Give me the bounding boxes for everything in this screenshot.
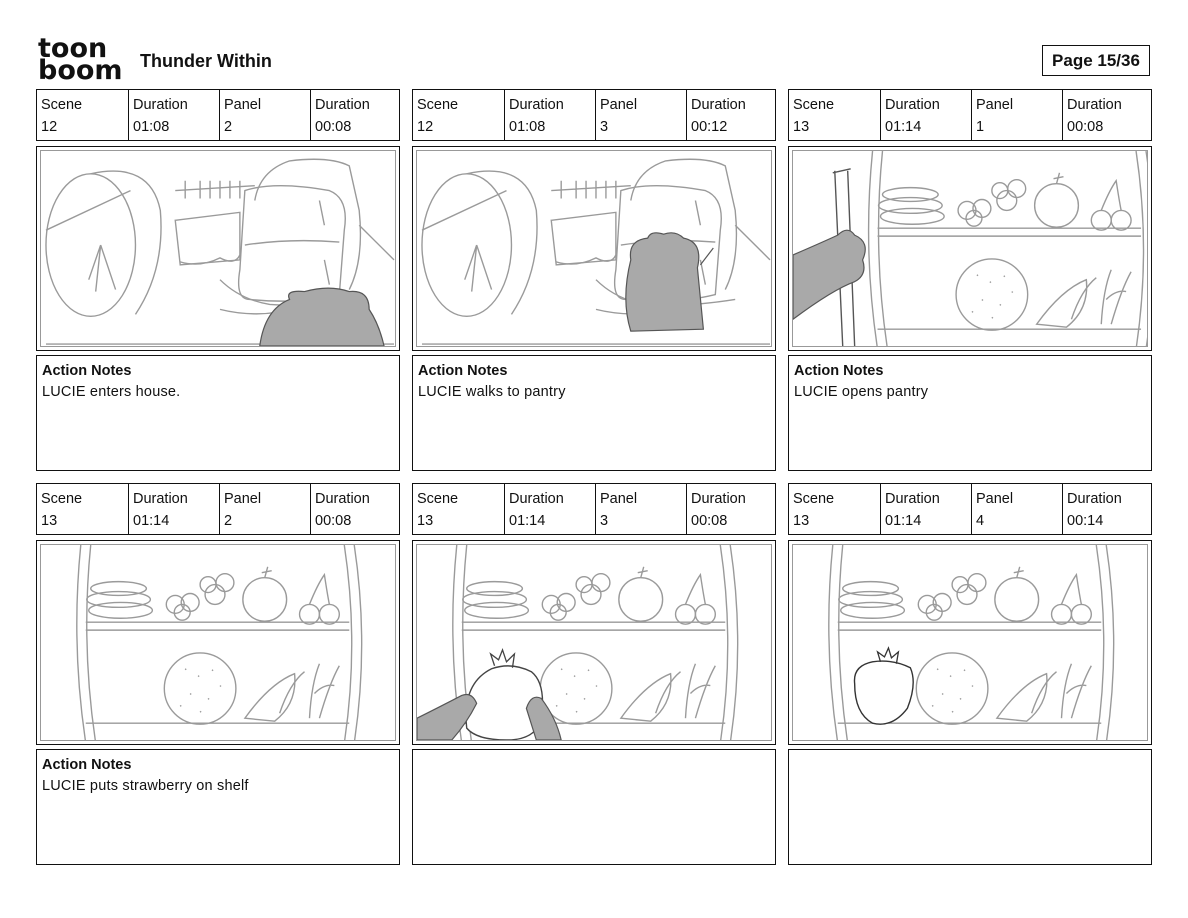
scene-label: Scene [41,491,83,507]
action-notes-text: LUCIE walks to pantry [418,384,566,400]
scene-duration-value: 01:14 [885,119,922,135]
page-indicator: Page 15/36 [1042,45,1150,76]
panel-duration-label: Duration [691,97,746,113]
action-notes-text: LUCIE puts strawberry on shelf [42,778,249,794]
scene-duration-value: 01:08 [509,119,546,135]
panel-duration-value: 00:08 [1067,119,1104,135]
panel-duration-value: 00:12 [691,119,728,135]
action-notes-label: Action Notes [42,363,132,379]
action-notes-box[interactable]: Action Notes LUCIE walks to pantry [412,355,776,471]
panel-label: Panel [224,97,262,113]
action-notes-text: LUCIE enters house. [42,384,181,400]
sketch-room-lucie-walking [421,158,771,345]
project-title: Thunder Within [140,51,272,71]
panel-value: 1 [976,119,985,135]
scene-label: Scene [793,491,835,507]
panel-duration-label: Duration [691,491,746,507]
panel-image-frame[interactable] [412,146,776,351]
scene-duration-value: 01:14 [133,513,170,529]
panel-duration-label: Duration [1067,97,1122,113]
scene-duration-label: Duration [509,97,564,113]
sketch-room-lucie-entering [45,158,395,346]
action-notes-box[interactable]: Action Notes LUCIE puts strawberry on sh… [36,749,400,865]
panel-duration-value: 00:08 [315,119,352,135]
panel-duration-value: 00:14 [1067,513,1104,529]
sketch-pantry-opening [793,151,1147,346]
panel-metadata: Scene 13 Duration 01:14 Panel 3 Duration 00:… [412,483,776,535]
action-notes-label: Action Notes [794,363,884,379]
sketch-pantry-hands-strawberry [417,545,739,740]
logo-line-1: toon [38,33,108,64]
panel-image-frame[interactable] [36,540,400,745]
scene-duration-label: Duration [133,97,188,113]
panel-label: Panel [976,491,1014,507]
storyboard-panel-1[interactable]: Scene 12 Duration 01:08 Panel 2 Duration 00:… [36,89,400,471]
scene-duration-label: Duration [509,491,564,507]
panel-metadata: Scene 13 Duration 01:14 Panel 1 Duration 00:… [788,89,1152,141]
panel-value: 4 [976,513,985,529]
panel-duration-label: Duration [315,491,370,507]
sketch-pantry-shelves [76,545,363,740]
scene-duration-value: 01:14 [509,513,546,529]
scene-label: Scene [417,97,459,113]
panel-duration-value: 00:08 [691,513,728,529]
panel-metadata: Scene 13 Duration 01:14 Panel 2 Duration 00:… [36,483,400,535]
storyboard-panel-6[interactable]: Scene 13 Duration 01:14 Panel 4 Duration 00:… [788,483,1152,865]
panel-duration-label: Duration [1067,491,1122,507]
storyboard-panel-5[interactable]: Scene 13 Duration 01:14 Panel 3 Duration 00:… [412,483,776,865]
scene-duration-value: 01:08 [133,119,170,135]
action-notes-box[interactable]: Action Notes LUCIE enters house. [36,355,400,471]
panel-metadata: Scene 12 Duration 01:08 Panel 3 Duration 00:… [412,89,776,141]
action-notes-label: Action Notes [418,363,508,379]
scene-label: Scene [417,491,459,507]
action-notes-box[interactable] [412,749,776,865]
scene-label: Scene [41,97,83,113]
scene-value: 12 [417,119,434,135]
scene-value: 13 [417,513,434,529]
scene-duration-label: Duration [885,491,940,507]
scene-label: Scene [793,97,835,113]
storyboard-panel-2[interactable]: Scene 12 Duration 01:08 Panel 3 Duration 00:… [412,89,776,471]
panel-metadata: Scene 13 Duration 01:14 Panel 4 Duration 00:… [788,483,1152,535]
panel-image-frame[interactable] [788,540,1152,745]
panel-value: 3 [600,513,609,529]
scene-value: 13 [41,513,58,529]
scene-duration-label: Duration [885,97,940,113]
logo-line-2: boom [38,55,123,86]
storyboard-panel-3[interactable]: Scene 13 Duration 01:14 Panel 1 Duration 00:… [788,89,1152,471]
toon-boom-logo: toon boom [38,33,128,86]
scene-duration-value: 01:14 [885,513,922,529]
action-notes-box[interactable]: Action Notes LUCIE opens pantry [788,355,1152,471]
scene-value: 13 [793,119,810,135]
panel-value: 2 [224,513,233,529]
panel-label: Panel [224,491,262,507]
panel-value: 3 [600,119,609,135]
scene-duration-label: Duration [133,491,188,507]
scene-value: 12 [41,119,58,135]
sketch-pantry-strawberry-on-shelf [828,545,1115,740]
panel-image-frame[interactable] [412,540,776,745]
action-notes-text: LUCIE opens pantry [794,384,929,400]
panel-label: Panel [600,97,638,113]
panel-image-frame[interactable] [36,146,400,351]
panel-metadata: Scene 12 Duration 01:08 Panel 2 Duration 00:… [36,89,400,141]
action-notes-box[interactable] [788,749,1152,865]
panel-label: Panel [600,491,638,507]
panel-duration-value: 00:08 [315,513,352,529]
storyboard-panel-4[interactable]: Scene 13 Duration 01:14 Panel 2 Duration 00:… [36,483,400,865]
panel-duration-label: Duration [315,97,370,113]
panel-label: Panel [976,97,1014,113]
panel-image-frame[interactable] [788,146,1152,351]
action-notes-label: Action Notes [42,757,132,773]
panel-value: 2 [224,119,233,135]
scene-value: 13 [793,513,810,529]
